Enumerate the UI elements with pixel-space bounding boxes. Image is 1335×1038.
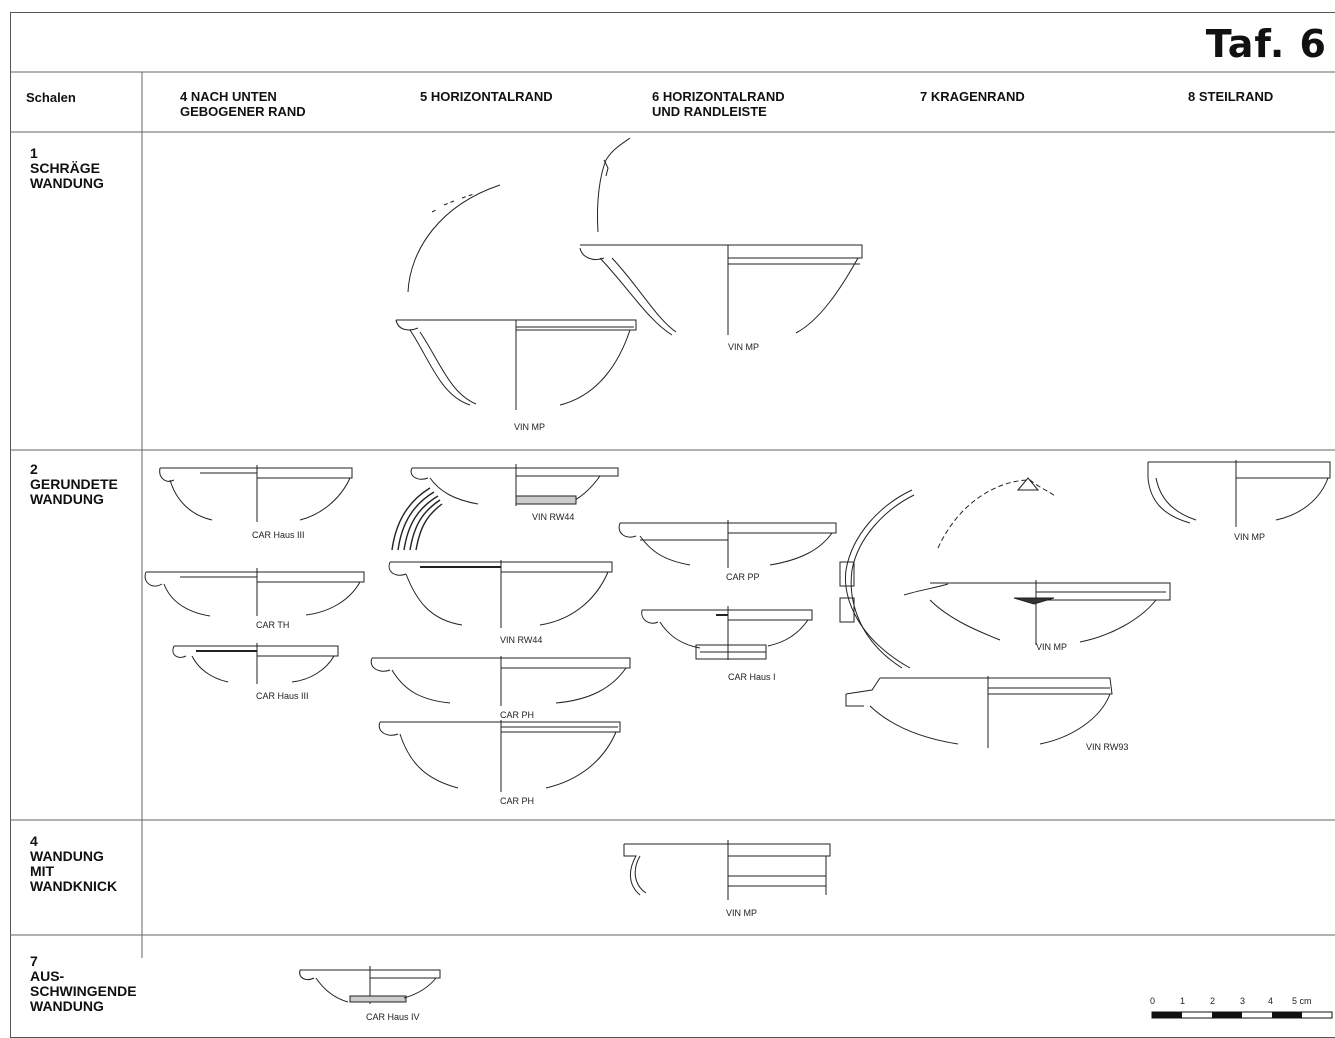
caption: VIN MP (514, 422, 545, 432)
vessel-drawing (378, 720, 621, 792)
vessel-drawing (144, 568, 365, 617)
vessel-drawing (410, 464, 619, 506)
vessel-drawing (1147, 460, 1331, 527)
vessel-drawing (299, 966, 441, 1004)
caption: VIN RW44 (532, 512, 574, 522)
header-column-7: 7 KRAGENRAND (920, 89, 1025, 104)
caption: VIN MP (726, 908, 757, 918)
scale-tick-label: 4 (1268, 996, 1273, 1006)
vessel-drawing (618, 520, 837, 568)
caption: VIN MP (1234, 532, 1265, 542)
header-column-4: 4 NACH UNTEN GEBOGENER RAND (180, 89, 306, 119)
vessel-drawing (395, 184, 637, 410)
vessel-drawing (903, 477, 1171, 645)
scale-tick-label: 2 (1210, 996, 1215, 1006)
caption: VIN RW44 (500, 635, 542, 645)
caption: CAR TH (256, 620, 289, 630)
vessel-drawing (370, 656, 631, 706)
caption: CAR PH (500, 796, 534, 806)
ornament (391, 487, 443, 551)
row-label-1: 1 SCHRÄGE WANDUNG (30, 145, 104, 191)
row-label-7: 7 AUS- SCHWINGENDE WANDUNG (30, 953, 137, 1014)
caption: CAR Haus III (252, 530, 305, 540)
scale-tick-label: 5 cm (1292, 996, 1312, 1006)
scale-tick-label: 3 (1240, 996, 1245, 1006)
caption: CAR Haus IV (366, 1012, 420, 1022)
caption: CAR Haus III (256, 691, 309, 701)
caption: VIN RW93 (1086, 742, 1128, 752)
caption: VIN MP (728, 342, 759, 352)
grid-lines (10, 71, 1335, 958)
row-label-4: 4 WANDUNG MIT WANDKNICK (30, 833, 118, 894)
plate-title: Taf. 6 (1205, 22, 1327, 66)
caption: VIN MP (1036, 642, 1067, 652)
caption: CAR PP (726, 572, 760, 582)
header-column-5: 5 HORIZONTALRAND (420, 89, 553, 104)
header-column-6: 6 HORIZONTALRAND UND RANDLEISTE (652, 89, 785, 119)
vessel-drawing (172, 643, 339, 684)
vessel-drawing (388, 560, 613, 628)
vessel-drawing (845, 676, 1113, 748)
header-row-label: Schalen (26, 90, 76, 105)
captions: VIN MP VIN MP CAR Haus III CAR TH CAR Ha… (252, 342, 1265, 1022)
scale-tick-label: 1 (1180, 996, 1185, 1006)
caption: CAR Haus I (728, 672, 776, 682)
vessel-drawing (623, 840, 831, 900)
scale-tick-label: 0 (1150, 996, 1155, 1006)
vessel-drawing (159, 465, 353, 522)
vessel-drawing (641, 606, 813, 660)
scale-bar: 0 1 2 3 4 5 cm (1150, 996, 1333, 1019)
vessel-drawing (579, 137, 863, 336)
caption: CAR PH (500, 710, 534, 720)
header-column-8: 8 STEILRAND (1188, 89, 1274, 104)
vessel-drawing (839, 489, 915, 669)
row-label-2: 2 GERUNDETE WANDUNG (30, 461, 118, 507)
